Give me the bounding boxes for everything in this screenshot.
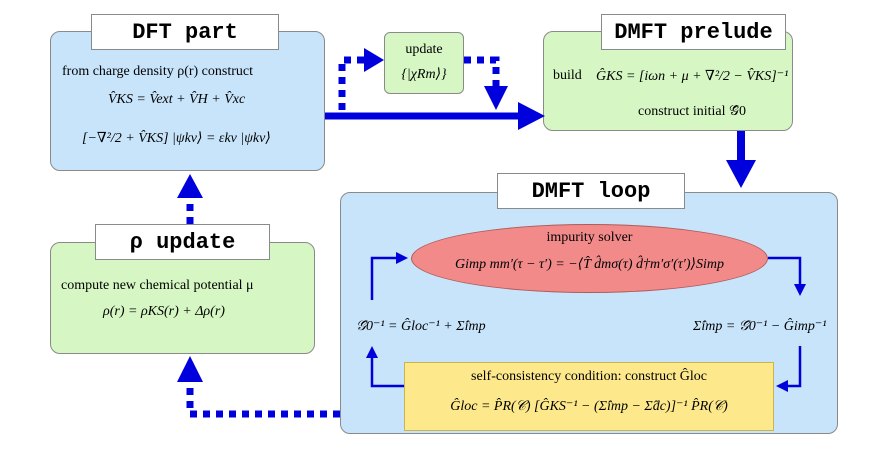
self-consistency-formula: Ĝloc = P̂R(𝒞) [ĜKS⁻¹ − (Σ̂imp − Σ̂dc)]⁻¹… xyxy=(450,399,728,414)
arrowhead-prelude-to-loop xyxy=(726,160,756,188)
dft-kohn-sham-equation: [−∇²/2 + V̂KS] |ψkν⟩ = εkν |ψkν⟩ xyxy=(82,131,271,146)
rho-update-box xyxy=(50,242,315,354)
prelude-construct: construct initial 𝒢̂0 xyxy=(638,104,746,119)
arrow-update-to-prelude xyxy=(464,56,500,88)
dft-box xyxy=(50,31,325,171)
self-consistency-box xyxy=(404,362,774,431)
dft-title: DFT part xyxy=(91,14,279,50)
prelude-title: DMFT prelude xyxy=(601,14,786,50)
self-consistency-label: self-consistency condition: construct Ĝl… xyxy=(471,369,707,384)
update-box xyxy=(384,32,464,94)
rho-update-title: ρ update xyxy=(95,224,270,260)
impurity-solver-label: impurity solver xyxy=(546,230,633,245)
arrowhead-rho-to-dft xyxy=(177,174,203,198)
update-label: update xyxy=(405,42,443,57)
impurity-solver-formula: Gimp mm′(τ − τ′) = −⟨T̂ d̂mσ(τ) d̂†m′σ′(… xyxy=(455,257,724,272)
dft-line1: from charge density ρ(r) construct xyxy=(62,64,253,79)
prelude-ks-green-function: ĜKS = [iωn + μ + ∇²/2 − V̂KS]⁻¹ xyxy=(596,69,789,84)
arrowhead-dft-to-prelude xyxy=(518,102,545,130)
dyson-left-formula: 𝒢̂0⁻¹ = Ĝloc⁻¹ + Σ̂imp xyxy=(356,319,486,334)
arrowhead-dft-to-update xyxy=(364,48,384,72)
arrowhead-update-to-prelude xyxy=(484,86,508,110)
update-projectors: {|χRm⟩} xyxy=(401,67,447,82)
dft-ks-potential: V̂KS = V̂ext + V̂H + V̂xc xyxy=(108,92,246,107)
rho-update-line2: ρ(r) = ρKS(r) + Δρ(r) xyxy=(103,304,225,319)
arrowhead-loop-to-rho xyxy=(177,356,203,382)
arrow-loop-to-rho xyxy=(186,380,340,418)
rho-update-line1: compute new chemical potential μ xyxy=(61,278,254,293)
dmft-loop-title: DMFT loop xyxy=(497,173,685,209)
dyson-right-formula: Σ̂imp = 𝒢̂0⁻¹ − Ĝimp⁻¹ xyxy=(693,319,827,334)
prelude-build-label: build xyxy=(553,68,582,83)
impurity-solver-ellipse xyxy=(411,224,768,293)
arrow-dft-to-update xyxy=(338,56,368,110)
